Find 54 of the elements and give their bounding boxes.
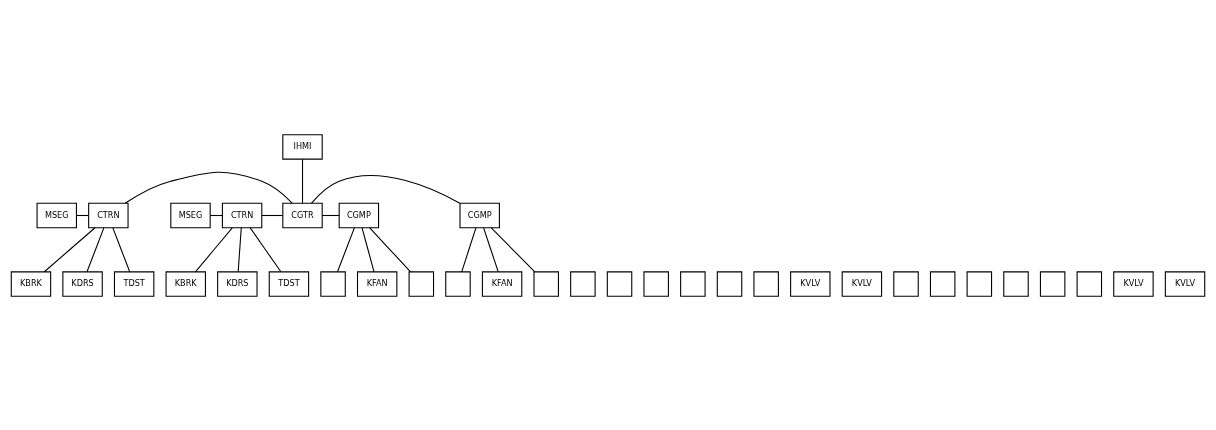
node-box: KBRK: [165, 270, 206, 297]
node-box: KFAN: [356, 270, 398, 297]
node-box: MSEG: [170, 202, 211, 228]
node-box: TDST: [268, 270, 310, 297]
node-box: [753, 270, 779, 297]
connector: [194, 226, 233, 272]
node-box: KBRK: [10, 270, 52, 297]
connector: [249, 226, 282, 272]
node-box: KFAN: [481, 270, 523, 297]
node-box: [445, 270, 471, 297]
connector: [490, 226, 536, 272]
node-box: CTRN: [221, 202, 263, 228]
node-box: [1039, 270, 1066, 297]
node-box: [1076, 270, 1103, 297]
connector: [369, 226, 412, 272]
connector: [461, 226, 477, 272]
node-box: [893, 270, 919, 297]
node-box: CTRN: [88, 202, 129, 228]
node-box: KVLV: [1113, 270, 1154, 297]
connector: [311, 174, 461, 204]
node-box: CGMP: [338, 202, 380, 228]
node-box: [643, 270, 669, 297]
node-box: KVLV: [1164, 270, 1206, 297]
connector: [209, 214, 223, 216]
connector: [321, 214, 340, 216]
node-box: [966, 270, 993, 297]
connector: [86, 226, 105, 272]
node-box: [606, 270, 633, 297]
node-box: CGMP: [459, 202, 500, 228]
node-box: [320, 270, 346, 297]
node-box: KVLV: [790, 270, 831, 297]
node-box: [929, 270, 956, 297]
node-box: [408, 270, 435, 297]
node-box: KDRS: [217, 270, 258, 297]
connector: [237, 226, 242, 272]
connector: [112, 226, 131, 272]
node-box: [570, 270, 596, 297]
node-box: CGTR: [282, 202, 323, 228]
connector: [483, 226, 499, 272]
node-box: MSEG: [36, 202, 77, 228]
node-box: KDRS: [62, 270, 103, 297]
node-box: [716, 270, 743, 297]
node-box: IHMI: [282, 133, 323, 160]
node-box: KVLV: [841, 270, 883, 297]
connector: [261, 214, 284, 216]
connector: [43, 226, 96, 272]
connector: [301, 158, 304, 204]
connector: [124, 171, 293, 204]
node-box: [1003, 270, 1029, 297]
connector: [361, 226, 375, 272]
node-box: [680, 270, 706, 297]
connector: [336, 226, 355, 272]
node-box: [533, 270, 559, 297]
node-box: TDST: [113, 270, 155, 297]
